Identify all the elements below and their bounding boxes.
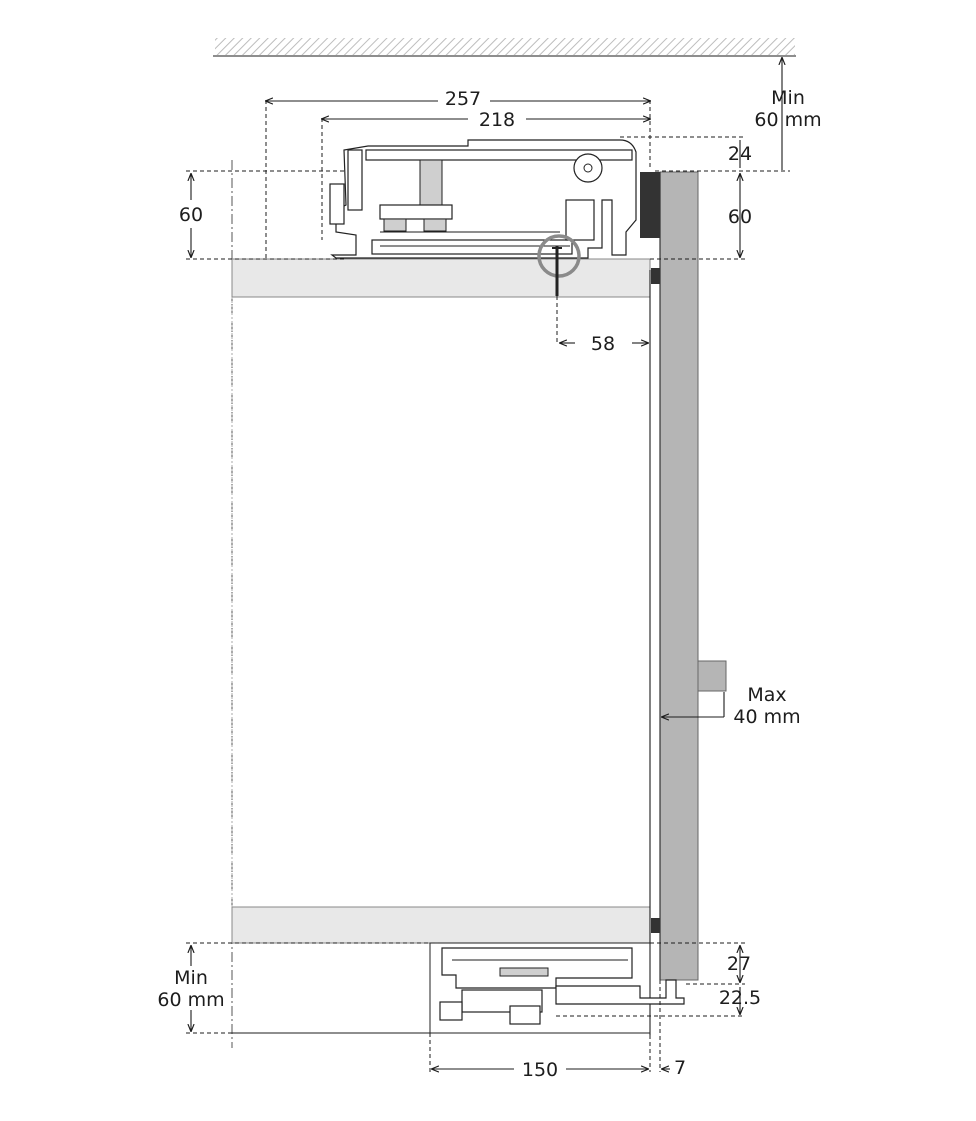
label-ceiling-min: Min (771, 87, 805, 109)
screw-detail (537, 234, 581, 296)
label-handle-mm: 40 mm (733, 706, 800, 728)
label-ceiling-mm: 60 mm (754, 109, 821, 131)
door-panel (659, 171, 699, 981)
label-218: 218 (479, 109, 515, 131)
handle (697, 660, 727, 692)
label-22-5: 22.5 (719, 987, 761, 1009)
label-bottom-mm: 60 mm (157, 989, 224, 1011)
label-bottom-min: Min (174, 967, 208, 989)
label-handle-max: Max (747, 684, 786, 706)
bottom-shelf (231, 906, 651, 944)
label-left-60: 60 (179, 204, 203, 226)
dimension-labels: 257 218 Min 60 mm 24 60 60 58 Max 40 mm … (157, 87, 821, 1081)
ceiling (213, 38, 796, 57)
bottom-mechanism (429, 942, 685, 1034)
label-58: 58 (591, 333, 615, 355)
dimensions (186, 58, 790, 1072)
top-seal (640, 172, 660, 238)
label-right-60: 60 (728, 206, 752, 228)
label-150: 150 (522, 1059, 558, 1081)
label-7: 7 (674, 1057, 686, 1079)
top-shelf (231, 258, 651, 298)
label-27: 27 (727, 953, 751, 975)
label-257: 257 (445, 88, 481, 110)
top-mechanism (329, 139, 637, 259)
cabinet (231, 160, 727, 1048)
label-24: 24 (728, 143, 752, 165)
